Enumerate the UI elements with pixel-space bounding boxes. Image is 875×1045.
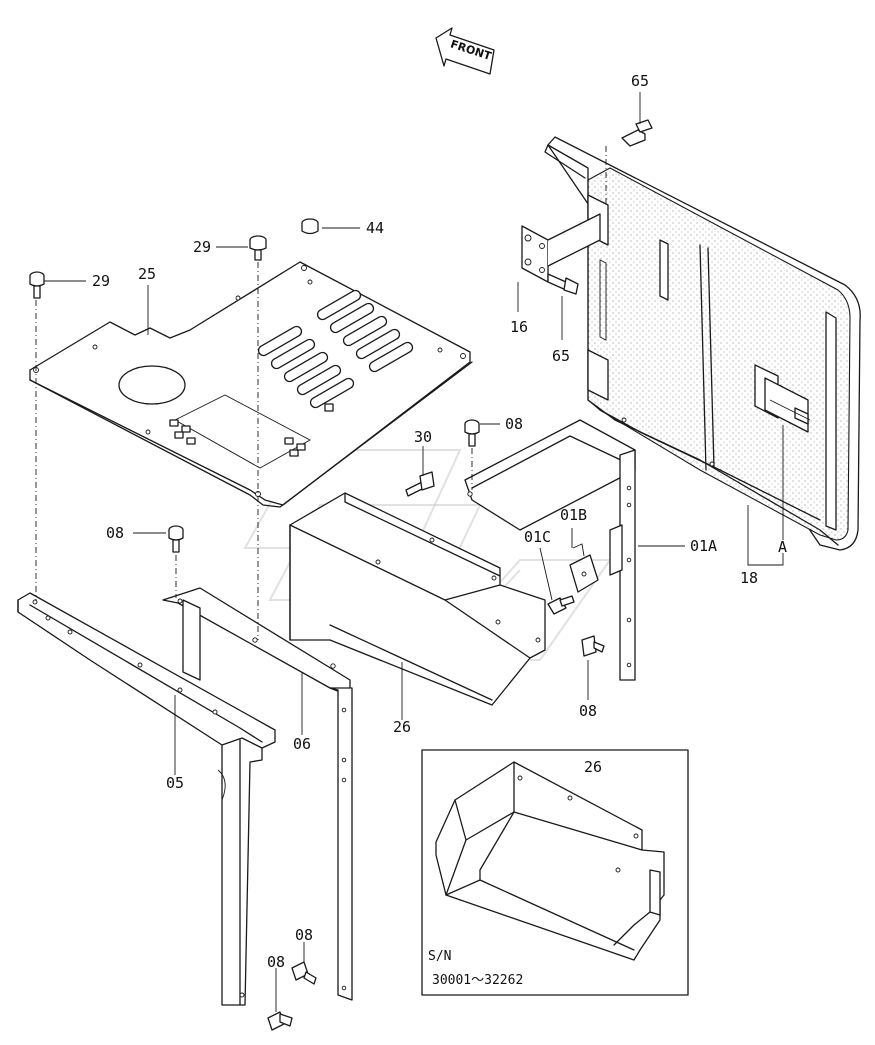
callout-A: A [778,538,787,556]
bolt-29-mid-icon [249,235,267,261]
callout-08-c: 08 [579,702,597,720]
bolt-08-d-icon [291,961,317,985]
inset-serial-label: S/N [428,949,451,964]
callout-08-e: 08 [267,953,285,971]
callout-18: 18 [740,569,758,587]
part-26-duct [289,492,546,706]
part-01B-plate [569,543,599,593]
bolt-01C-icon [547,595,575,615]
callout-01C: 01C [524,528,551,546]
bolt-30-icon [405,471,435,497]
callout-16: 16 [510,318,528,336]
bolt-08-c-icon [581,635,605,657]
callout-30: 30 [414,428,432,446]
part-01A-bracket [464,419,636,681]
part-06-bracket [162,587,353,1001]
callout-44: 44 [366,219,384,237]
callout-65-top: 65 [631,72,649,90]
callout-08-d: 08 [295,926,313,944]
bolt-08-b-icon [168,525,184,553]
part-25-top-cover [29,261,473,508]
bolt-08-e-icon [267,1011,293,1031]
leader-lines [44,92,784,1012]
alignment-lines [35,146,607,640]
callout-25: 25 [138,265,156,283]
front-arrow-icon: FRONT [435,27,495,75]
bolt-65-top-icon [621,119,653,147]
louver-slots [257,289,414,409]
callout-01B: 01B [560,506,587,524]
callout-01A: 01A [690,537,717,555]
part-05-frame [17,592,276,1006]
inset-detail [421,749,689,996]
callout-05: 05 [166,774,184,792]
callout-29-left: 29 [92,272,110,290]
callout-08-b: 08 [106,524,124,542]
callout-65-mid: 65 [552,347,570,365]
callout-08-a: 08 [505,415,523,433]
bolt-44-icon [301,218,319,235]
callout-29-mid: 29 [193,238,211,256]
callout-26-inset: 26 [584,758,602,776]
callout-labels: 65 44 29 29 25 16 65 08 30 01B 01C 01A 0… [92,72,787,988]
bolt-08-a-icon [464,419,480,447]
inset-serial-range: 30001～32262 [432,973,523,988]
part-18-door-panel [544,136,861,551]
part-16-hinge-bracket [521,213,601,283]
bolt-65-mid-icon [547,273,579,295]
bolt-29-left-icon [29,271,45,299]
callout-26-main: 26 [393,718,411,736]
callout-06: 06 [293,735,311,753]
